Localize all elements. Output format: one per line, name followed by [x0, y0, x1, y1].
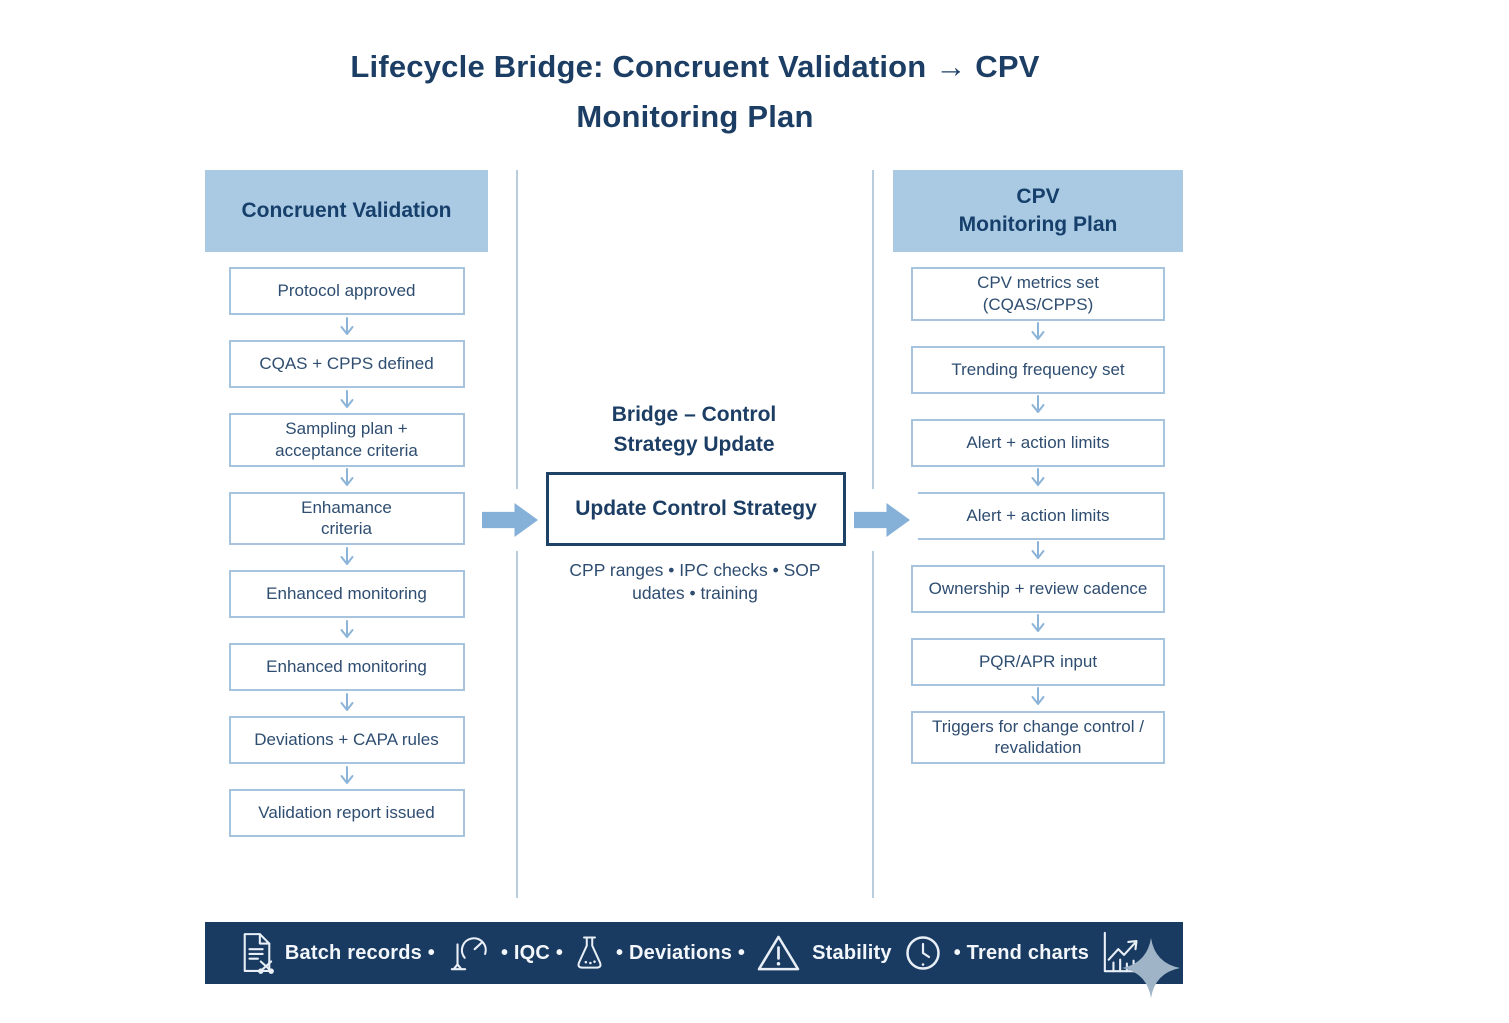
flow-step-box: Deviations + CAPA rules — [228, 716, 465, 764]
flow-step-box: Validation report issued — [228, 789, 465, 837]
flow-step-box: Alert + action limits — [911, 491, 1165, 540]
down-arrow-icon — [339, 545, 355, 570]
down-arrow-icon — [339, 388, 355, 413]
footer-label: Stability — [812, 941, 892, 964]
footer-label: • IQC • — [500, 941, 564, 964]
flow-step-box: Enhamance criteria — [228, 491, 465, 545]
flow-step-box: CQAS + CPPS defined — [228, 340, 465, 388]
warning-triangle-icon — [756, 933, 801, 973]
flow-step-box: Enhanced monitoring — [228, 570, 465, 618]
down-arrow-icon — [1030, 321, 1046, 346]
flow-step-box: Sampling plan + acceptance criteria — [228, 413, 465, 467]
down-arrow-icon — [339, 467, 355, 492]
left-column-steps: Protocol approved CQAS + CPPS defined Sa… — [205, 267, 488, 837]
flask-icon — [574, 934, 605, 972]
flow-step-box: Enhanced monitoring — [228, 643, 465, 691]
down-arrow-icon — [339, 618, 355, 643]
down-arrow-icon — [339, 764, 355, 789]
flow-step-box: Ownership + review cadence — [911, 564, 1165, 613]
right-column-header: CPV Monitoring Plan — [893, 170, 1183, 252]
down-arrow-icon — [1030, 394, 1046, 419]
down-arrow-icon — [339, 315, 355, 340]
right-arrow-icon — [854, 503, 910, 537]
trend-chart-icon — [1100, 930, 1148, 976]
bridge-note: CPP ranges • IPC checks • SOP udates • t… — [569, 560, 821, 604]
clock-icon — [903, 933, 943, 973]
footer-label: • Deviations • — [616, 941, 746, 964]
bridge-heading: Bridge – Control Strategy Update — [611, 403, 777, 456]
flow-step-box: Protocol approved — [228, 267, 465, 315]
right-column: CPV Monitoring Plan CPV metrics set (CQA… — [893, 170, 1183, 764]
gauge-icon — [446, 933, 490, 973]
left-column: Concruent Validation Protocol approved C… — [205, 170, 488, 837]
down-arrow-icon — [1030, 686, 1046, 711]
bridge-to-right-arrow — [846, 489, 918, 551]
page-title: Lifecycle Bridge: Concruent Validation →… — [350, 49, 1040, 135]
right-arrow-icon — [482, 503, 538, 537]
flow-step-box: PQR/APR input — [911, 637, 1165, 686]
down-arrow-icon — [339, 691, 355, 716]
update-control-strategy-box: Update Control Strategy — [546, 472, 846, 546]
down-arrow-icon — [1030, 467, 1046, 492]
flow-step-box: Alert + action limits — [911, 418, 1165, 467]
down-arrow-icon — [1030, 540, 1046, 565]
footer-label: Batch records • — [284, 941, 435, 964]
left-column-header: Concruent Validation — [205, 170, 488, 252]
flow-step-box: Trending frequency set — [911, 345, 1165, 394]
right-column-steps: CPV metrics set (CQAS/CPPS) Trending fre… — [893, 267, 1183, 764]
sparkle-icon — [1122, 938, 1180, 1003]
footer-bar: Batch records • • IQC • • Deviations • S… — [205, 922, 1183, 984]
flow-step-box: CPV metrics set (CQAS/CPPS) — [911, 267, 1165, 321]
footer-label: • Trend charts — [953, 941, 1090, 964]
down-arrow-icon — [1030, 613, 1046, 638]
flow-step-box: Triggers for change control / revalidati… — [911, 710, 1165, 764]
left-to-bridge-arrow — [474, 489, 546, 551]
batch-records-document-icon — [240, 932, 274, 974]
